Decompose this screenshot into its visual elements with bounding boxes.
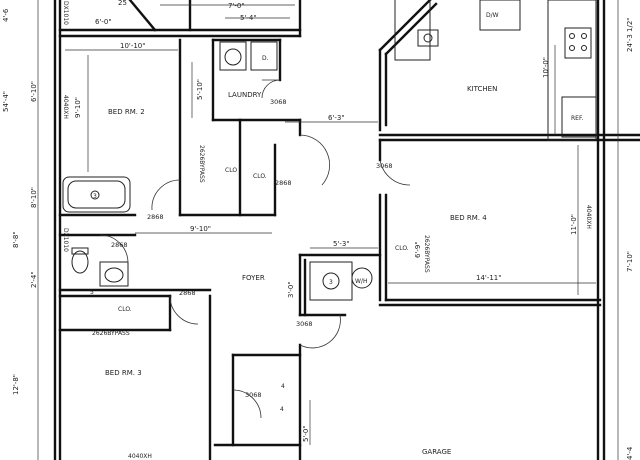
doors [99, 79, 411, 419]
dim-11-0: 11'-0" [570, 214, 578, 235]
label-dryer: D. [262, 55, 269, 62]
dim-8-8: 8'-8" [12, 231, 20, 248]
note-3: 3 [93, 193, 97, 200]
label-dishwasher: D/W [486, 12, 499, 19]
label-water-heater: W/H [355, 278, 367, 285]
note-4b: 4 [280, 406, 284, 413]
fixtures [62, 0, 597, 301]
room-laundry: LAUNDRY [228, 91, 262, 99]
dim-4-4: 4'-4 [626, 446, 634, 460]
dim-12-8: 12'-8" [12, 374, 20, 395]
dim-5-4: 5'-4" [240, 14, 257, 22]
dim-2-4: 2'-4" [30, 271, 38, 288]
door-laundry: 3068 [270, 98, 287, 106]
label-bypass-bed3: 2626BYPASS [92, 330, 130, 337]
walls [53, 0, 640, 460]
window-dx-bot: 4040XH [128, 453, 152, 460]
dim-5-3: 5'-3" [333, 240, 350, 248]
note-5: 5 [90, 289, 94, 296]
door-bed3: 2868 [179, 289, 196, 297]
dim-8-10: 8'-10" [30, 187, 38, 208]
dim-54-4: 54'-4" [2, 91, 10, 112]
door-bath: 2868 [111, 241, 128, 249]
door-kitchen: 3068 [376, 162, 393, 170]
window-4040-left: 4040XH [62, 95, 69, 119]
room-bed-3: BED RM. 3 [105, 369, 142, 377]
door-hall: 2868 [275, 179, 292, 187]
dim-3-0: 3'-0" [287, 281, 295, 298]
dim-5-0: 5'-0" [302, 425, 310, 442]
room-kitchen: KITCHEN [467, 85, 497, 93]
dim-7-10: 7'-10" [626, 251, 634, 272]
door-foyer: 3068 [296, 320, 313, 328]
dim-6-10: 6'-10" [30, 81, 38, 102]
window-dx-top: DX1010 [62, 1, 69, 25]
dim-25: 25 [118, 0, 127, 7]
note-4a: 4 [281, 383, 285, 390]
label-bypass-bed4: 2626BYPASS [423, 235, 430, 273]
dim-24-3-half: 24'-3 1/2" [626, 17, 634, 52]
note-3-wh: 3 [329, 279, 333, 286]
door-garage: 3068 [245, 391, 262, 399]
dimension-lines [37, 0, 619, 460]
dim-14-11: 14'-11" [476, 274, 501, 282]
dim-6-0: 6'-0" [95, 18, 112, 26]
dim-7-0: 7'-0" [228, 2, 245, 10]
dim-6-9: 6'-9" [414, 241, 422, 258]
dim-9-10-vert: 9'-10" [74, 97, 82, 118]
room-bed-2: BED RM. 2 [108, 108, 145, 116]
dim-5-10: 5'-10" [196, 79, 204, 100]
label-closet-hall: CLO. [253, 173, 267, 180]
door-bed2: 2868 [147, 213, 164, 221]
label-closet-bed3: CLO. [118, 306, 132, 313]
label-closet-bed2: CLO [225, 167, 237, 174]
room-bed-4: BED RM. 4 [450, 214, 487, 222]
dim-6-3: 6'-3" [328, 114, 345, 122]
dim-9-10: 9'-10" [190, 225, 211, 233]
window-4040-right: 4040XH [585, 205, 592, 229]
label-bypass-bed2: 2626BYPASS [198, 145, 205, 183]
dim-10-0: 10'-0" [542, 57, 550, 78]
dim-4-6: 4'-6 [2, 8, 10, 22]
dim-10-10: 10'-10" [120, 42, 145, 50]
room-foyer: FOYER [242, 274, 265, 282]
label-refrigerator: REF. [571, 115, 583, 122]
label-closet-bed4: CLO. [395, 245, 409, 252]
window-dx-mid: DX1010 [62, 228, 69, 252]
room-garage: GARAGE [422, 448, 451, 456]
